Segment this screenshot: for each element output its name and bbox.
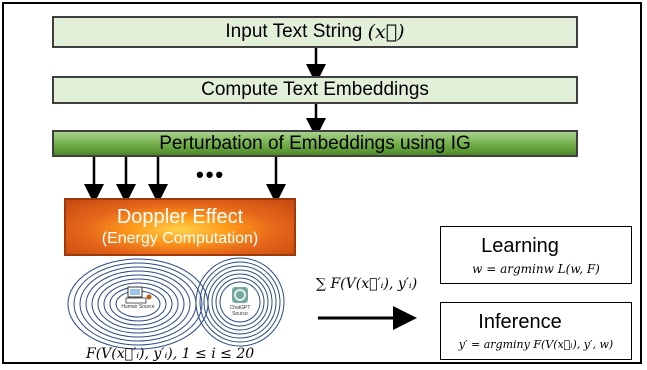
chatgpt-source-rings xyxy=(195,257,285,347)
step-input-box: Input Text String (x⃗) xyxy=(52,16,578,48)
learning-title: Learning xyxy=(481,234,559,257)
human-source-label: Human Source xyxy=(121,304,155,310)
step-input-label: Input Text String xyxy=(225,21,363,42)
step-input-math: (x⃗) xyxy=(367,21,405,43)
keyboard-person-icon xyxy=(125,286,152,304)
step-perturb-label: Perturbation of Embeddings using IG xyxy=(159,132,471,154)
sum-label: ∑ F(V(x⃗′ᵢ), y′ᵢ) xyxy=(316,276,418,292)
doppler-subtitle: (Energy Computation) xyxy=(101,230,259,247)
chatgpt-source-label: ChatGPT Source xyxy=(229,305,251,317)
step-perturb-box: Perturbation of Embeddings using IG xyxy=(52,130,578,157)
step-embed-label: Compute Text Embeddings xyxy=(201,79,429,100)
chatgpt-logo-icon xyxy=(232,287,248,303)
inference-title: Inference xyxy=(478,311,562,333)
doppler-box: Doppler Effect (Energy Computation) xyxy=(64,198,296,256)
ellipsis: ••• xyxy=(196,162,226,187)
doppler-title: Doppler Effect xyxy=(116,206,244,228)
energy-caption: F(V(x⃗′ᵢ), y′ᵢ), 1 ≤ i ≤ 20 xyxy=(86,346,255,362)
learning-formula: w = argminw L(w, F) xyxy=(472,261,600,276)
step-embed-box: Compute Text Embeddings xyxy=(52,76,578,104)
learning-box: Learning w = argminw L(w, F) xyxy=(440,226,632,284)
inference-box: Inference y′ = argminy F(V(x⃗ᵢ), y′, w) xyxy=(440,302,632,360)
inference-formula: y′ = argminy F(V(x⃗ᵢ), y′, w) xyxy=(458,338,614,351)
